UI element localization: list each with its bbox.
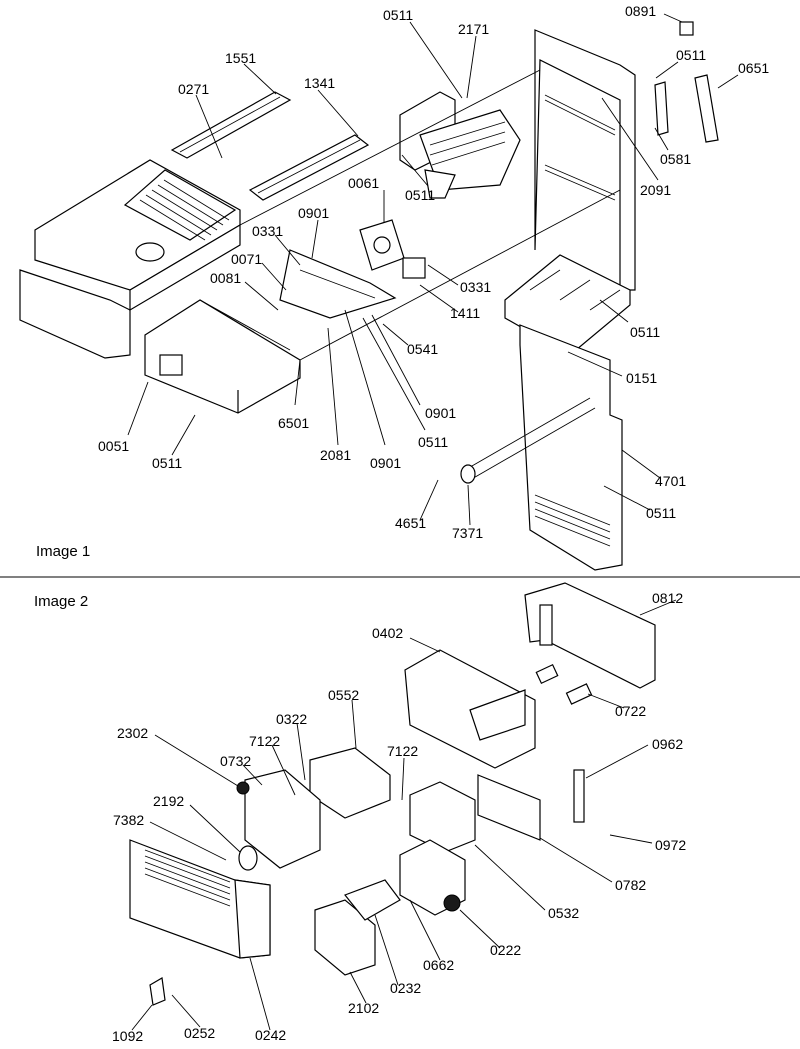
callout: 6501 bbox=[278, 415, 309, 431]
callout: 0651 bbox=[738, 60, 769, 76]
callout: 7122 bbox=[387, 743, 418, 759]
callout: 1092 bbox=[112, 1028, 143, 1044]
bracket-0651 bbox=[694, 74, 719, 143]
callout: 0541 bbox=[407, 341, 438, 357]
callout: 0732 bbox=[220, 753, 251, 769]
strip-0962 bbox=[573, 769, 585, 823]
ice-bin-housing bbox=[19, 159, 241, 359]
bracket-plate-0901 bbox=[279, 249, 397, 319]
callout: 0271 bbox=[178, 81, 209, 97]
callout: 0511 bbox=[152, 455, 182, 471]
box-0532 bbox=[409, 781, 476, 853]
callout: 1411 bbox=[450, 305, 480, 321]
callout: 0901 bbox=[425, 405, 456, 421]
callout: 0322 bbox=[276, 711, 307, 727]
callout: 0511 bbox=[418, 434, 448, 450]
callout: 0812 bbox=[652, 590, 683, 606]
callout: 0511 bbox=[405, 187, 435, 203]
dispenser-0222 bbox=[399, 839, 466, 916]
bracket-0812 bbox=[524, 582, 656, 689]
ring-2192 bbox=[238, 845, 258, 871]
callout: 0552 bbox=[328, 687, 359, 703]
clip-1092 bbox=[149, 977, 166, 1006]
callout: 4651 bbox=[395, 515, 426, 531]
callout: 0402 bbox=[372, 625, 403, 641]
callout: 0242 bbox=[255, 1027, 286, 1043]
callout: 0051 bbox=[98, 438, 129, 454]
callout: 2091 bbox=[640, 182, 671, 198]
image-2-artwork bbox=[129, 582, 656, 1006]
callout: 1341 bbox=[304, 75, 335, 91]
part-0891 bbox=[679, 21, 694, 36]
callout: 7382 bbox=[113, 812, 144, 828]
image-1-artwork bbox=[19, 21, 719, 571]
panel-0151 bbox=[504, 254, 631, 356]
back-panel-2091 bbox=[534, 29, 636, 291]
callout: 0511 bbox=[383, 7, 413, 23]
callouts-image-2: 0812 0402 0722 0552 2302 0322 0732 7122 … bbox=[112, 590, 686, 1044]
leader-lines-image-2 bbox=[131, 599, 677, 1031]
panel-4701 bbox=[519, 324, 623, 571]
callout: 7122 bbox=[249, 733, 280, 749]
callout: 4701 bbox=[655, 473, 686, 489]
cover-0051 bbox=[144, 299, 301, 414]
callout: 0511 bbox=[676, 47, 706, 63]
callout: 0081 bbox=[210, 270, 241, 286]
bracket-0732 bbox=[244, 769, 321, 869]
callouts-image-1: 0891 0511 2171 0511 0651 1551 1341 0271 … bbox=[98, 3, 769, 541]
callout: 0331 bbox=[460, 279, 491, 295]
callout: 2171 bbox=[458, 21, 489, 37]
callout: 2102 bbox=[348, 1000, 379, 1016]
rail-1341 bbox=[248, 134, 370, 201]
callout: 0511 bbox=[630, 324, 660, 340]
callout: 0901 bbox=[370, 455, 401, 471]
callout: 0581 bbox=[660, 151, 691, 167]
bracket-0581 bbox=[654, 81, 669, 136]
part-1411 bbox=[402, 257, 426, 279]
plate-2102 bbox=[314, 899, 376, 976]
callout: 0151 bbox=[626, 370, 657, 386]
cap-2302 bbox=[236, 781, 250, 795]
callout: 0071 bbox=[231, 251, 262, 267]
spacer-0722a bbox=[535, 663, 559, 685]
callout: 2302 bbox=[117, 725, 148, 741]
callout: 0061 bbox=[348, 175, 379, 191]
callout: 1551 bbox=[225, 50, 256, 66]
callout: 7371 bbox=[452, 525, 483, 541]
panel-label-image-2: Image 2 bbox=[34, 593, 88, 610]
callout: 0331 bbox=[252, 223, 283, 239]
callout: 0232 bbox=[390, 980, 421, 996]
callout: 0511 bbox=[646, 505, 676, 521]
bracket-0232 bbox=[344, 879, 401, 921]
callout: 0972 bbox=[655, 837, 686, 853]
frame-0782 bbox=[477, 774, 541, 841]
callout: 0891 bbox=[625, 3, 656, 19]
callout: 0901 bbox=[298, 205, 329, 221]
callout: 0662 bbox=[423, 957, 454, 973]
panel-label-image-1: Image 1 bbox=[36, 543, 90, 560]
rod-6501 bbox=[199, 299, 291, 351]
callout: 0722 bbox=[615, 703, 646, 719]
bracket-0552 bbox=[309, 747, 391, 819]
callout: 0962 bbox=[652, 736, 683, 752]
callout: 0252 bbox=[184, 1025, 215, 1041]
callout: 0532 bbox=[548, 905, 579, 921]
callout: 0782 bbox=[615, 877, 646, 893]
leader-lines-image-1 bbox=[127, 13, 739, 526]
callout: 2081 bbox=[320, 447, 351, 463]
callout: 0222 bbox=[490, 942, 521, 958]
tube-7371 bbox=[460, 397, 596, 484]
auger-motor-0061 bbox=[359, 219, 405, 271]
housing-0402 bbox=[404, 649, 536, 769]
front-bezel-0242 bbox=[129, 839, 271, 959]
callout: 2192 bbox=[153, 793, 184, 809]
spacer-0722b bbox=[565, 683, 593, 705]
rail-1551 bbox=[170, 91, 292, 159]
icemaker-2171 bbox=[399, 91, 521, 199]
